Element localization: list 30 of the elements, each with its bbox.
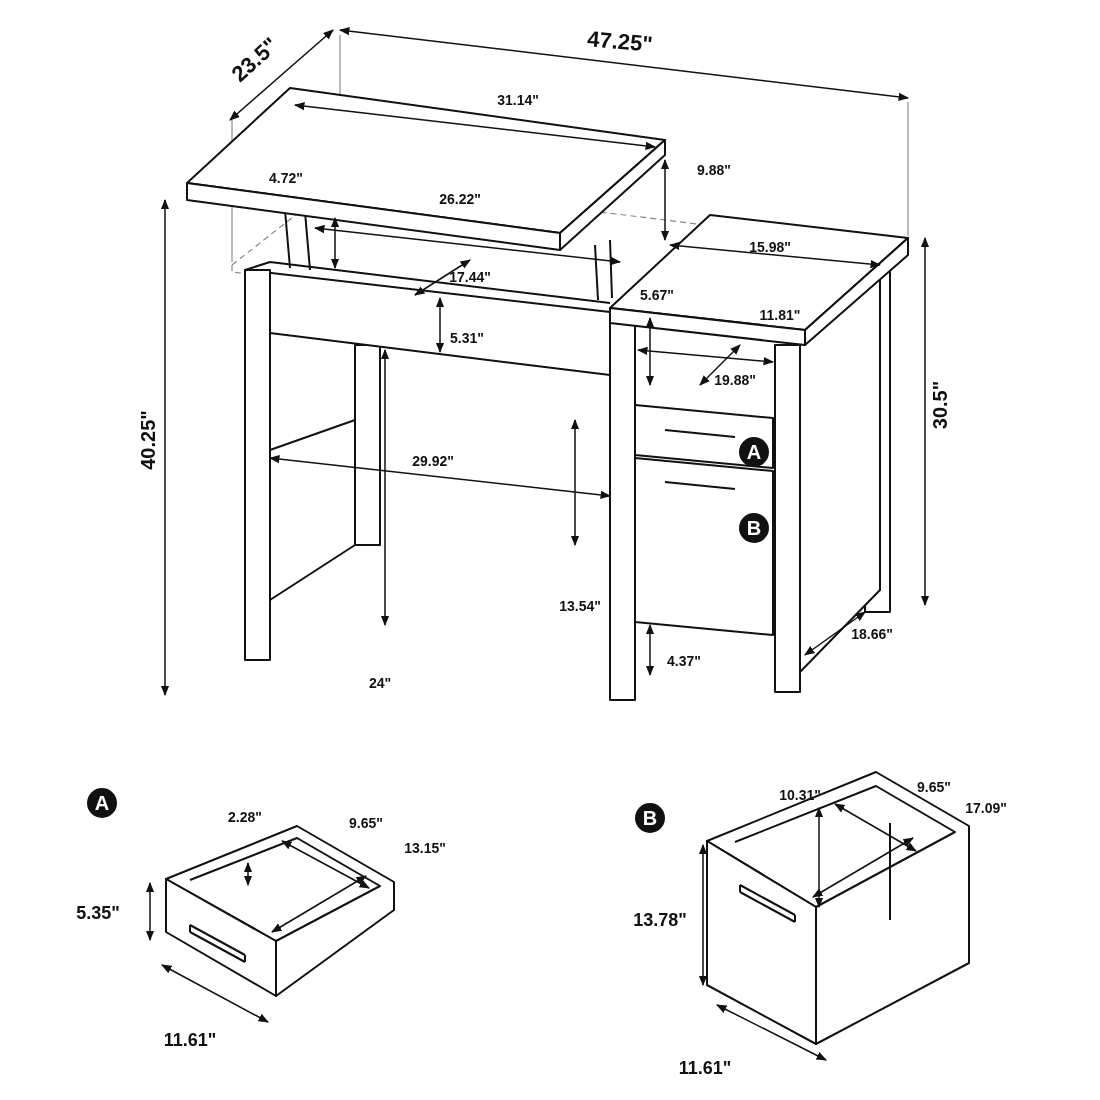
dimension-label: 13.54" xyxy=(559,599,601,613)
dimension-label: 4.72" xyxy=(269,171,303,185)
dimension-label: 29.92" xyxy=(412,454,454,468)
dimension-label: 2.28" xyxy=(228,810,262,824)
dimension-label: 18.66" xyxy=(851,627,893,641)
dimension-label: 47.25" xyxy=(586,28,654,56)
callout-badge: A xyxy=(87,788,117,818)
dimension-label: 13.78" xyxy=(633,911,687,929)
dimension-label: 5.31" xyxy=(450,331,484,345)
dimension-label: 9.65" xyxy=(349,816,383,830)
dimension-label: 11.81" xyxy=(759,308,801,322)
dimension-label: 13.15" xyxy=(404,841,446,855)
dimension-label: 11.61" xyxy=(163,1031,217,1049)
dimension-label: 10.31" xyxy=(779,788,821,802)
dimension-label: 17.44" xyxy=(449,270,491,284)
dimension-label: 15.98" xyxy=(749,240,791,254)
dimension-label: 9.65" xyxy=(917,780,951,794)
dimension-label: 19.88" xyxy=(714,373,756,387)
dimension-label: 5.35" xyxy=(76,904,120,922)
dimension-label: 26.22" xyxy=(439,192,481,206)
dimension-label: 24" xyxy=(368,676,392,690)
dimension-label: 9.88" xyxy=(697,163,731,177)
dimension-label: 5.67" xyxy=(640,288,674,302)
dimension-label: 4.37" xyxy=(667,654,701,668)
dimension-label: 31.14" xyxy=(497,93,539,107)
callout-badge: B xyxy=(635,803,665,833)
dimension-label: 11.61" xyxy=(678,1059,732,1077)
dimension-label: 17.09" xyxy=(965,801,1007,815)
dimension-label: 30.5" xyxy=(930,380,950,430)
dimension-label: 40.25" xyxy=(138,410,158,470)
